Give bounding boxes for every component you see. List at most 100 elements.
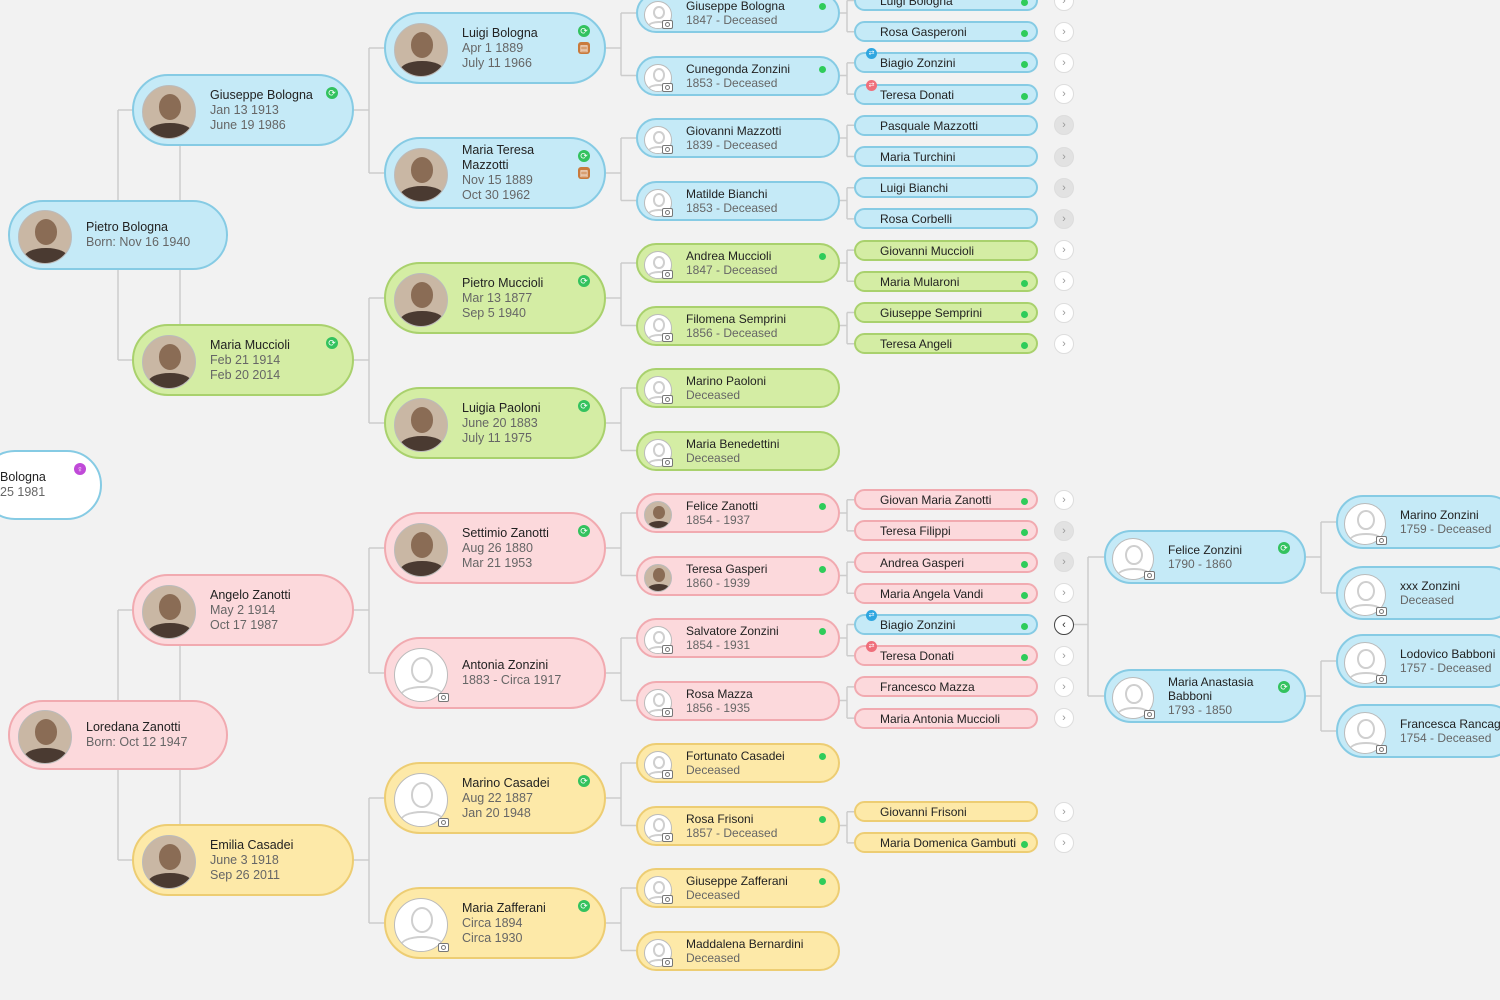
person-card-francesco-mazza[interactable]: Francesco Mazza xyxy=(854,676,1038,698)
person-card-rosa-corbelli[interactable]: Rosa Corbelli xyxy=(854,208,1038,230)
camera-icon[interactable] xyxy=(1144,710,1155,719)
camera-icon[interactable] xyxy=(1376,536,1387,545)
expand-chevron-icon[interactable]: › xyxy=(1054,302,1074,323)
camera-icon[interactable] xyxy=(1376,607,1387,616)
person-card-maria-mularoni[interactable]: Maria Mularoni xyxy=(854,270,1038,292)
camera-icon[interactable] xyxy=(662,270,673,279)
camera-icon[interactable] xyxy=(662,395,673,404)
person-card-maria-turchini[interactable]: Maria Turchini xyxy=(854,146,1038,167)
expand-chevron-icon[interactable]: › xyxy=(1054,520,1074,541)
person-card-andrea-gasperi[interactable]: Andrea Gasperi xyxy=(854,551,1038,573)
expand-chevron-icon[interactable]: › xyxy=(1054,676,1074,697)
expand-chevron-icon[interactable]: › xyxy=(1054,52,1074,73)
camera-icon[interactable] xyxy=(438,693,449,702)
camera-icon[interactable] xyxy=(438,818,449,827)
person-card-maria-antonia-muccioli[interactable]: Maria Antonia Muccioli xyxy=(854,707,1038,729)
expand-chevron-icon[interactable]: › xyxy=(1054,333,1074,354)
expand-chevron-icon[interactable]: › xyxy=(1054,489,1074,510)
expand-chevron-icon[interactable]: › xyxy=(1054,240,1074,261)
person-card-biagio-zonzini-2[interactable]: Biagio Zonzini xyxy=(854,614,1038,635)
camera-icon[interactable] xyxy=(662,895,673,904)
camera-icon[interactable] xyxy=(662,832,673,842)
expand-chevron-icon[interactable]: › xyxy=(1054,708,1074,729)
expand-chevron-icon[interactable]: › xyxy=(1054,271,1074,292)
camera-icon[interactable] xyxy=(662,770,673,779)
expand-chevron-icon[interactable]: › xyxy=(1054,208,1074,229)
expand-chevron-icon[interactable]: › xyxy=(1054,84,1074,105)
person-card-giovan-maria-zanotti[interactable]: Giovan Maria Zanotti xyxy=(854,489,1038,511)
camera-icon[interactable] xyxy=(1144,571,1155,580)
camera-icon[interactable] xyxy=(662,332,673,342)
expand-chevron-icon[interactable]: › xyxy=(1054,177,1074,198)
person-card-maria-angela-vandi[interactable]: Maria Angela Vandi xyxy=(854,582,1038,604)
expand-chevron-icon[interactable]: › xyxy=(1054,832,1074,853)
person-card-maria-domenica-gambuti[interactable]: Maria Domenica Gambuti xyxy=(854,832,1038,854)
expand-chevron-icon[interactable]: › xyxy=(1054,146,1074,167)
expand-chevron-icon[interactable]: › xyxy=(1054,115,1074,136)
person-card-luigi-bianchi[interactable]: Luigi Bianchi xyxy=(854,177,1038,199)
camera-icon[interactable] xyxy=(1376,675,1387,684)
camera-icon[interactable] xyxy=(1376,745,1387,754)
person-card-teresa-donati-2[interactable]: Teresa Donati xyxy=(854,645,1038,667)
camera-icon[interactable] xyxy=(662,207,673,217)
person-card-teresa-filippi[interactable]: Teresa Filippi xyxy=(854,520,1038,542)
camera-icon[interactable] xyxy=(662,82,673,92)
expand-chevron-icon[interactable]: › xyxy=(1054,801,1074,822)
person-card-luigi-bologna-top[interactable]: Luigi Bologna xyxy=(854,0,1038,11)
person-card-rosa-gasperoni[interactable]: Rosa Gasperoni xyxy=(854,21,1038,43)
person-card-giuseppe-semprini[interactable]: Giuseppe Semprini xyxy=(854,302,1038,323)
person-card-teresa-angeli[interactable]: Teresa Angeli xyxy=(854,333,1038,355)
person-card-teresa-donati-1[interactable]: Teresa Donati xyxy=(854,83,1038,105)
camera-icon[interactable] xyxy=(662,645,673,654)
camera-icon[interactable] xyxy=(438,943,449,952)
camera-icon[interactable] xyxy=(662,707,673,717)
person-card-giovanni-muccioli[interactable]: Giovanni Muccioli xyxy=(854,239,1038,261)
person-card-pasquale-mazzotti[interactable]: Pasquale Mazzotti xyxy=(854,114,1038,136)
camera-icon[interactable] xyxy=(662,145,673,154)
collapse-chevron-icon[interactable]: ‹ xyxy=(1054,614,1074,635)
person-card-biagio-zonzini-1[interactable]: Biagio Zonzini xyxy=(854,52,1038,74)
camera-icon[interactable] xyxy=(662,457,673,467)
camera-icon[interactable] xyxy=(662,957,673,967)
expand-chevron-icon[interactable]: › xyxy=(1054,21,1074,42)
camera-icon[interactable] xyxy=(662,20,673,29)
person-card-francesca-rancaglia[interactable]: Francesca Rancaglia1754 - Deceased xyxy=(1336,704,1500,758)
expand-chevron-icon[interactable]: › xyxy=(1054,645,1074,666)
